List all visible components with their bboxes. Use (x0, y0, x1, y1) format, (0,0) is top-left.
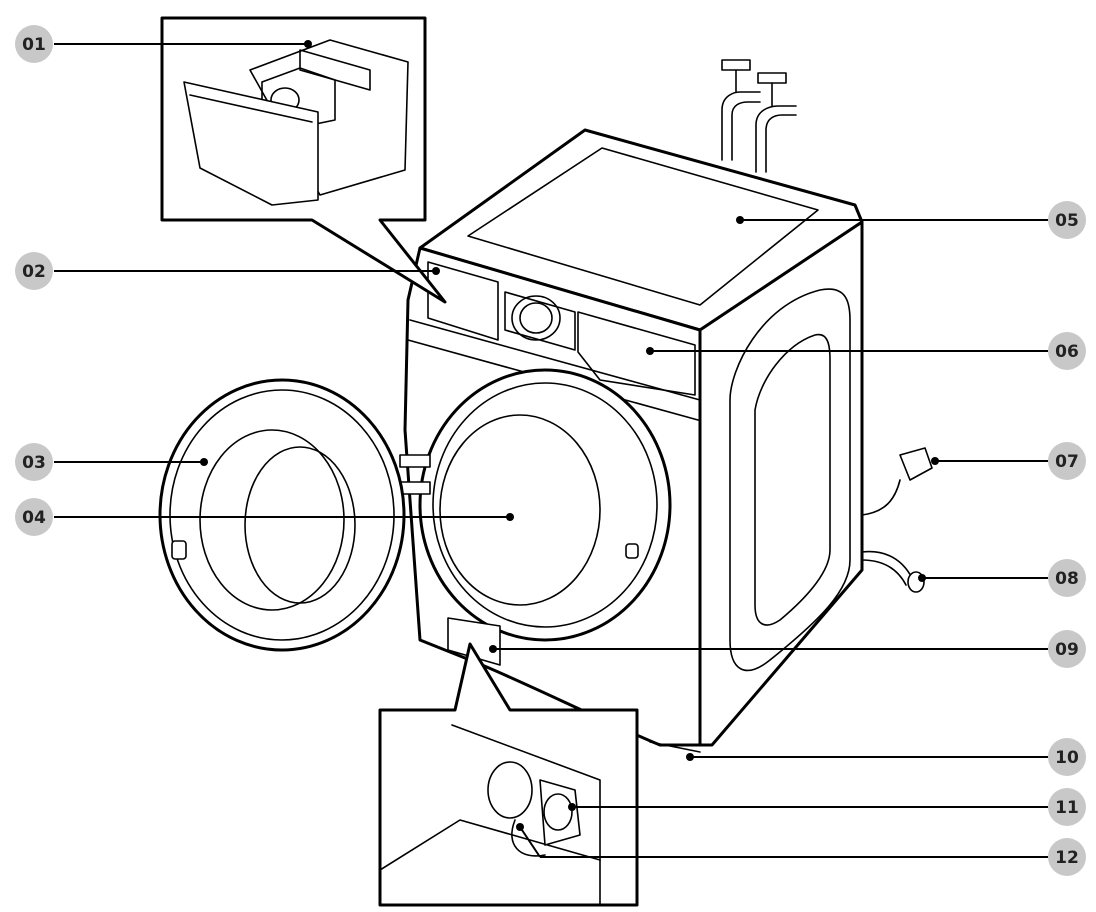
badges: 01 02 03 04 05 06 07 08 09 10 11 12 (15, 25, 1086, 876)
leader-dot-05 (736, 216, 744, 224)
leader-dot-09 (489, 645, 497, 653)
badge-08: 08 (1048, 559, 1086, 597)
badge-label-07: 07 (1055, 452, 1079, 472)
badge-label-10: 10 (1055, 748, 1079, 768)
badge-09: 09 (1048, 630, 1086, 668)
badge-12: 12 (1048, 838, 1086, 876)
badge-02: 02 (15, 252, 53, 290)
leader-dot-08 (918, 574, 926, 582)
badge-label-01: 01 (22, 35, 46, 55)
power-cord (861, 447, 933, 516)
badge-05: 05 (1048, 201, 1086, 239)
badge-11: 11 (1048, 788, 1086, 826)
leader-dot-01 (304, 40, 312, 48)
leader-dot-10 (686, 753, 694, 761)
leader-12 (519, 826, 541, 858)
badge-06: 06 (1048, 332, 1086, 370)
leader-dot-07 (931, 457, 939, 465)
washer-body (399, 128, 864, 753)
badge-label-04: 04 (22, 508, 46, 528)
leader-dot-12 (516, 823, 524, 831)
leader-dot-11 (568, 803, 576, 811)
drain-hose (861, 550, 925, 593)
leader-dot-06 (646, 347, 654, 355)
detergent-drawer-inset (160, 16, 447, 304)
callout-lines (54, 40, 1048, 858)
badge-10: 10 (1048, 738, 1086, 776)
debris-filter-inset (378, 642, 639, 907)
leader-dot-02 (432, 267, 440, 275)
badge-01: 01 (15, 25, 53, 63)
badge-label-05: 05 (1055, 211, 1079, 231)
badge-03: 03 (15, 443, 53, 481)
badge-label-06: 06 (1055, 342, 1079, 362)
leader-dot-04 (506, 513, 514, 521)
water-taps (721, 59, 797, 173)
badge-label-03: 03 (22, 453, 46, 473)
badge-label-08: 08 (1055, 569, 1079, 589)
open-door (158, 378, 406, 652)
badge-label-09: 09 (1055, 640, 1079, 660)
leader-dot-03 (200, 458, 208, 466)
badge-label-12: 12 (1055, 848, 1079, 868)
badge-label-11: 11 (1055, 798, 1079, 818)
badge-04: 04 (15, 498, 53, 536)
badge-label-02: 02 (22, 262, 46, 282)
badge-07: 07 (1048, 442, 1086, 480)
